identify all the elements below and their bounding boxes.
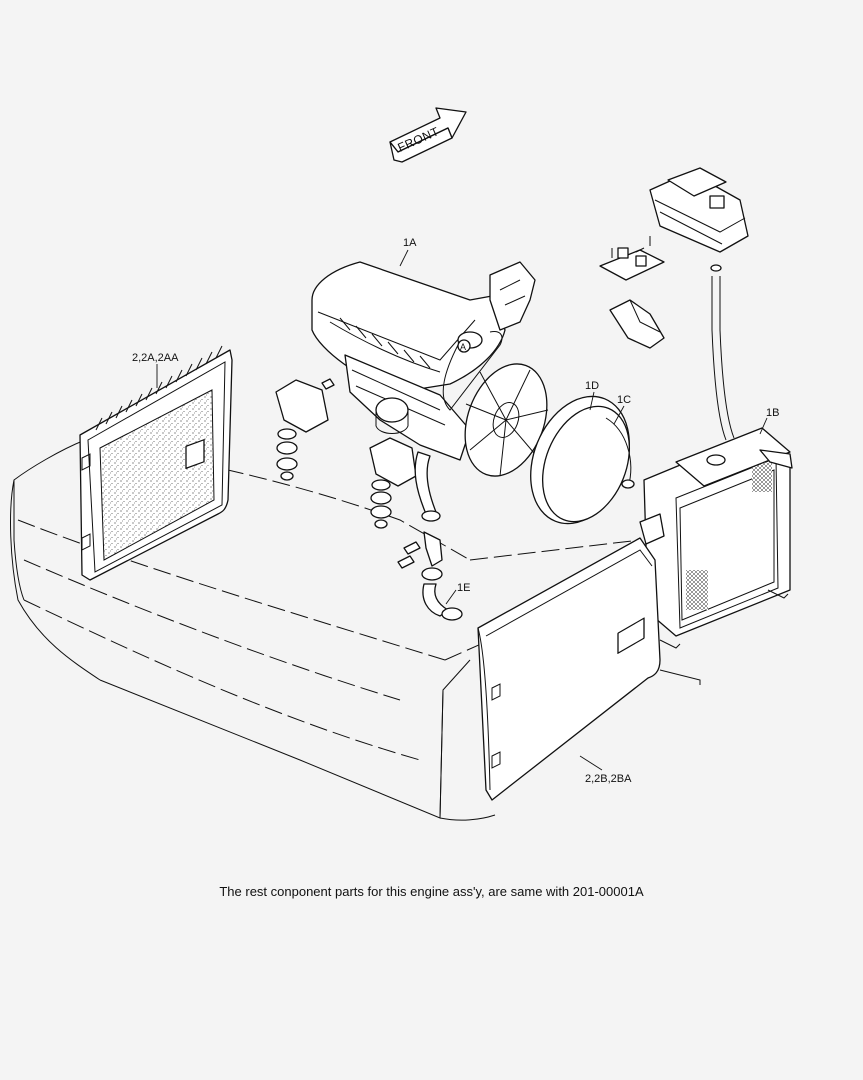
callout-ref-a: A [460,342,466,352]
callout-fan-shroud: 1D [585,380,599,392]
lower-hose: 1E [397,531,470,621]
callout-lower-hose: 1E [457,582,470,594]
mounting-bracket [609,299,665,349]
fan-ring: 1C [605,394,635,489]
fan-shroud: 1D [530,380,631,525]
engine-mount-left [275,378,335,481]
door-latch [185,439,205,469]
left-side-door: 2,2A,2AA [79,345,233,581]
oil-filter [375,397,409,423]
right-side-door: 2,2B,2BA [477,537,661,801]
callout-right-door: 2,2B,2BA [585,773,632,785]
front-arrow: FRONT [389,107,467,163]
engine-mount-right [369,437,417,529]
callout-engine: 1A [403,237,417,249]
right-door-handle [617,617,645,654]
door-insulation-panel [99,389,215,561]
callout-left-door: 2,2A,2AA [132,352,179,364]
door-louvers [95,345,223,431]
reservoir-bracket [599,236,665,281]
coolant-reservoir [649,167,749,441]
diagram-footnote: The rest conponent parts for this engine… [219,884,644,899]
callout-radiator: 1B [766,407,779,419]
engine-assembly: A 1A [311,237,536,461]
upper-hose [414,451,441,522]
radiator: 1B [639,407,793,649]
callout-fan-ring: 1C [617,394,631,406]
